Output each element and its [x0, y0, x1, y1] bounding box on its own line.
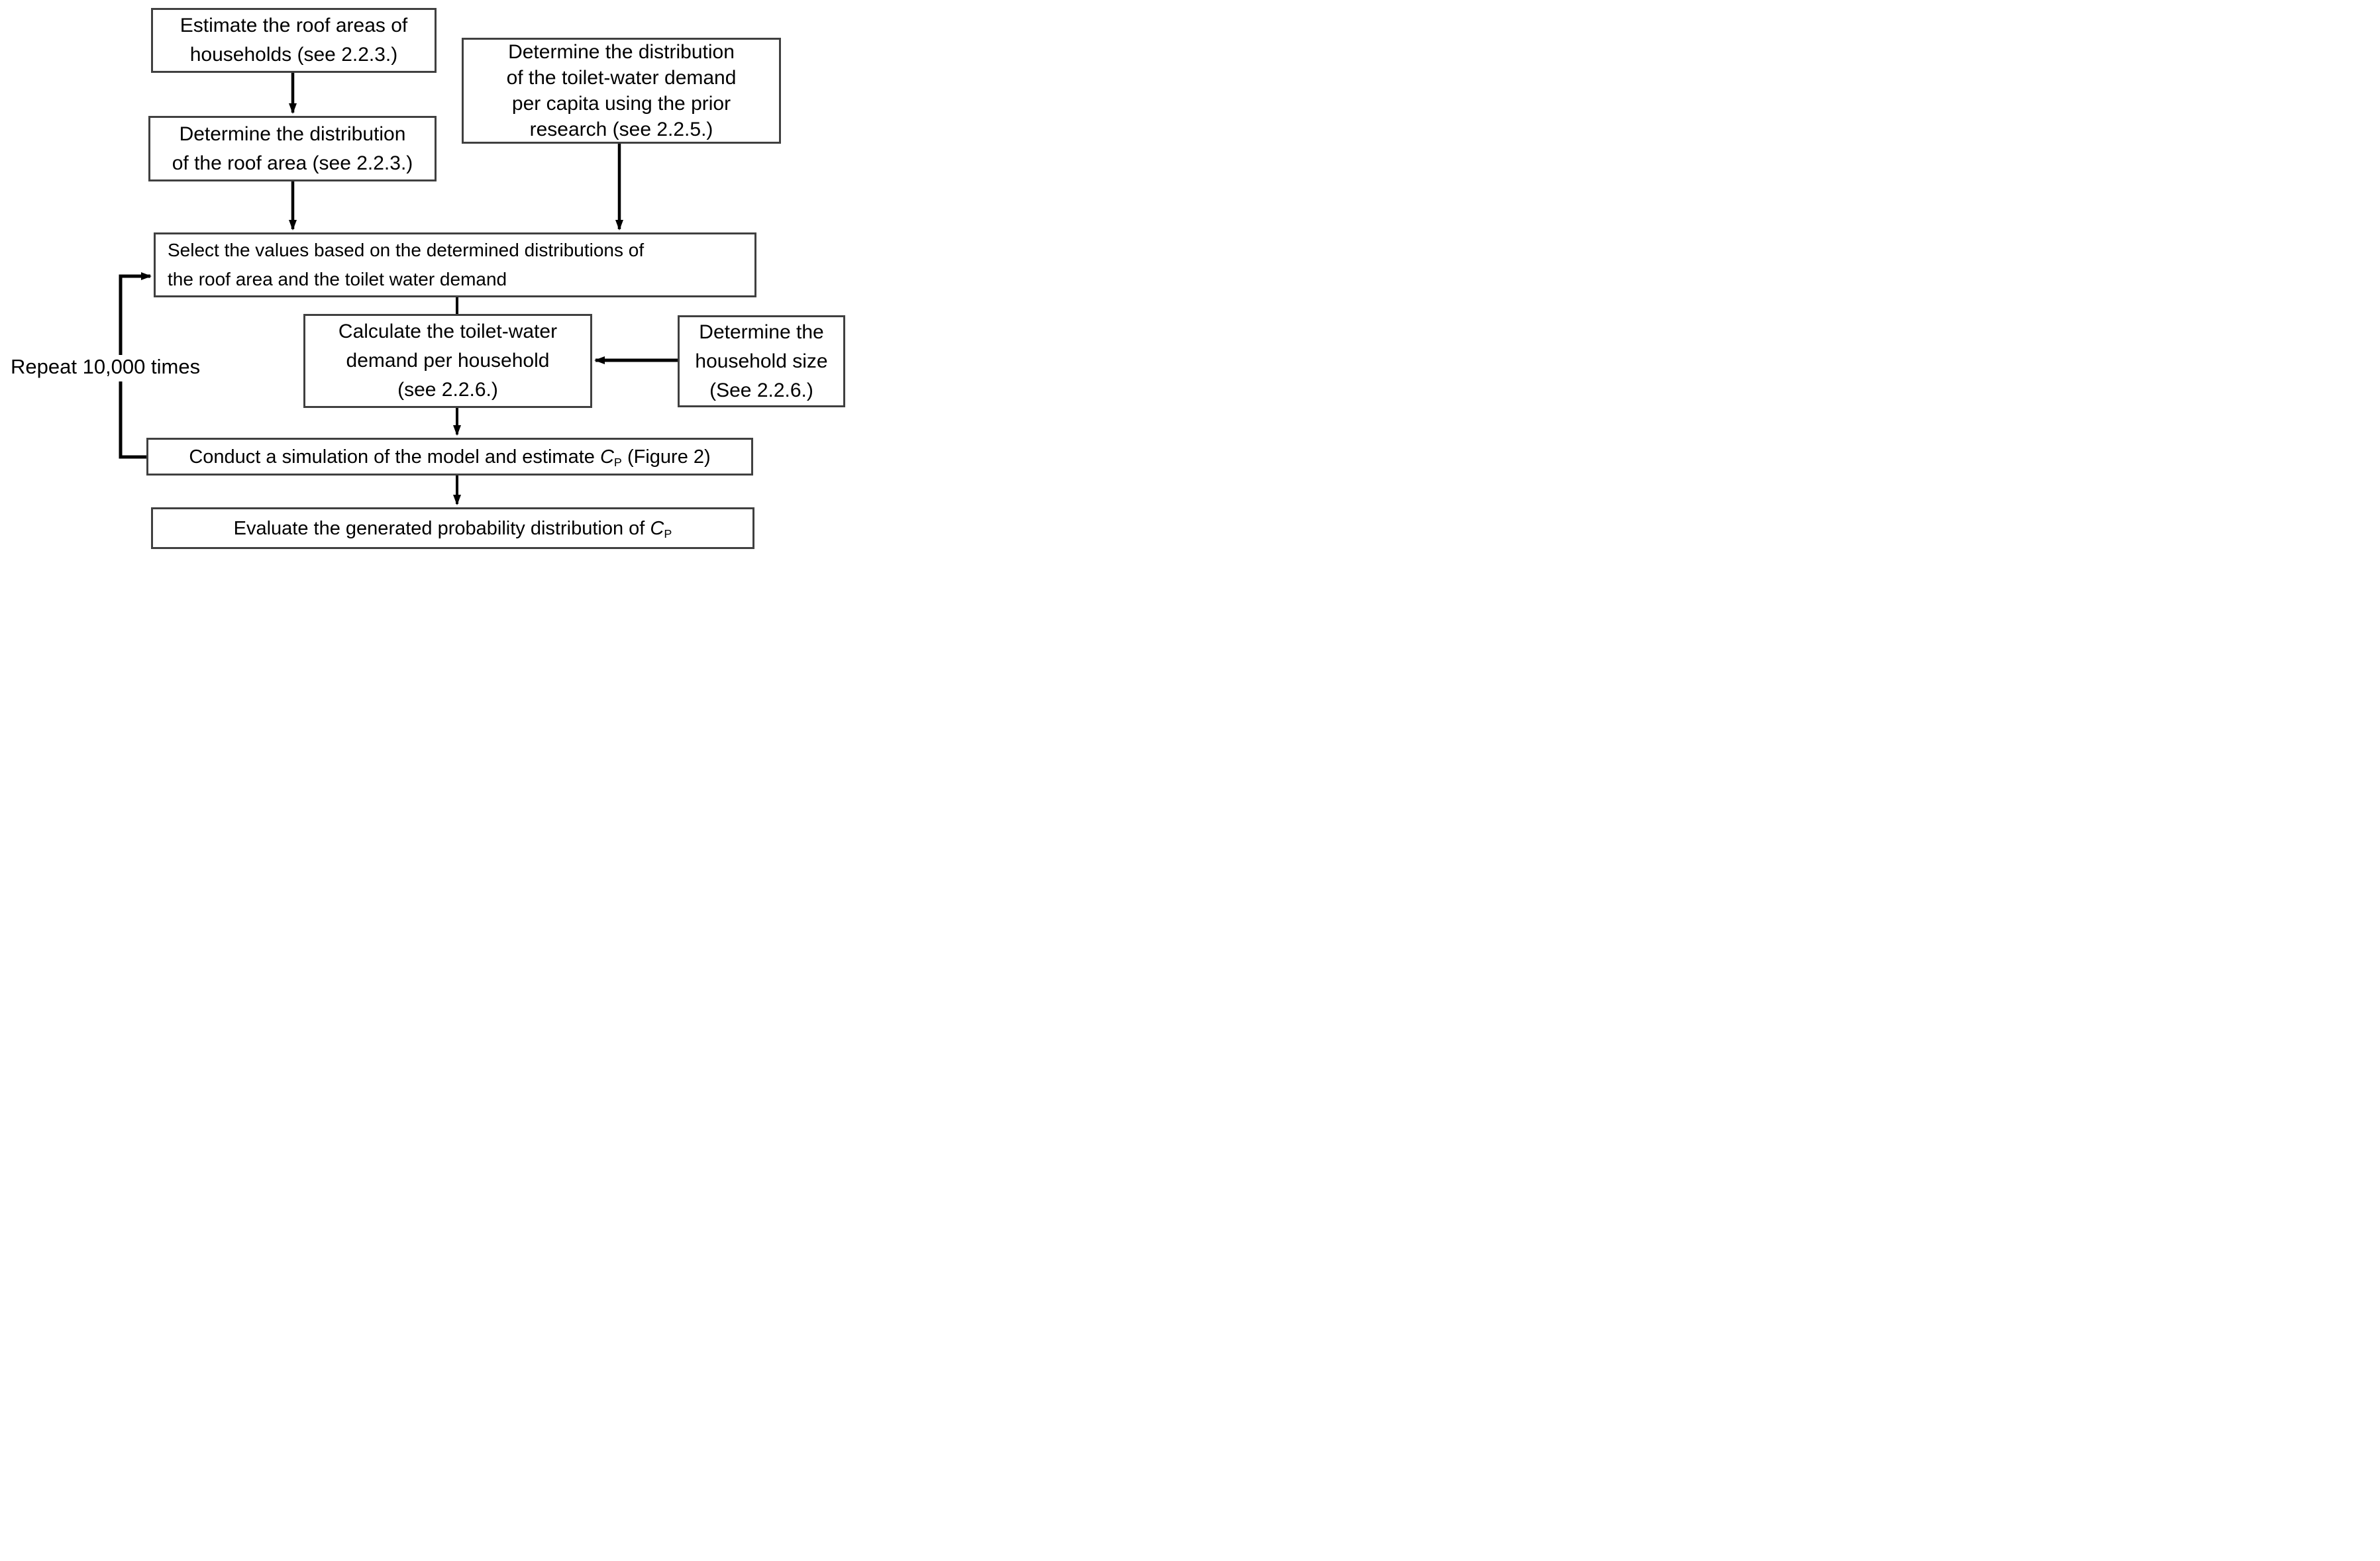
conduct-suffix: (Figure 2) — [621, 446, 711, 468]
arrow-layer — [119, 73, 678, 505]
box-household-size: Determine the household size (See 2.2.6.… — [678, 315, 845, 407]
box-calculate-household-demand: Calculate the toilet-water demand per ho… — [303, 314, 592, 408]
box-conduct-simulation: Conduct a simulation of the model and es… — [146, 438, 753, 476]
conduct-simulation-text: Conduct a simulation of the model and es… — [189, 442, 710, 472]
box-select-values: Select the values based on the determine… — [154, 232, 756, 297]
cp-symbol: C — [650, 517, 664, 539]
box-estimate-roof-areas: Estimate the roof areas of households (s… — [151, 8, 437, 73]
conduct-prefix: Conduct a simulation of the model and es… — [189, 446, 600, 468]
cp-subscript: P — [664, 527, 672, 540]
arrow-repeat-loop — [119, 276, 150, 459]
evaluate-prefix: Evaluate the generated probability distr… — [233, 517, 650, 539]
box-roof-area-distribution: Determine the distribution of the roof a… — [148, 116, 437, 181]
box-evaluate-distribution: Evaluate the generated probability distr… — [151, 507, 754, 549]
cp-symbol: C — [599, 446, 614, 468]
box-toilet-demand-distribution: Determine the distribution of the toilet… — [462, 38, 781, 144]
evaluate-text: Evaluate the generated probability distr… — [234, 514, 672, 543]
cp-subscript: P — [613, 455, 622, 469]
flowchart-canvas: Estimate the roof areas of households (s… — [0, 0, 848, 556]
repeat-loop-label: Repeat 10,000 times — [11, 355, 201, 379]
